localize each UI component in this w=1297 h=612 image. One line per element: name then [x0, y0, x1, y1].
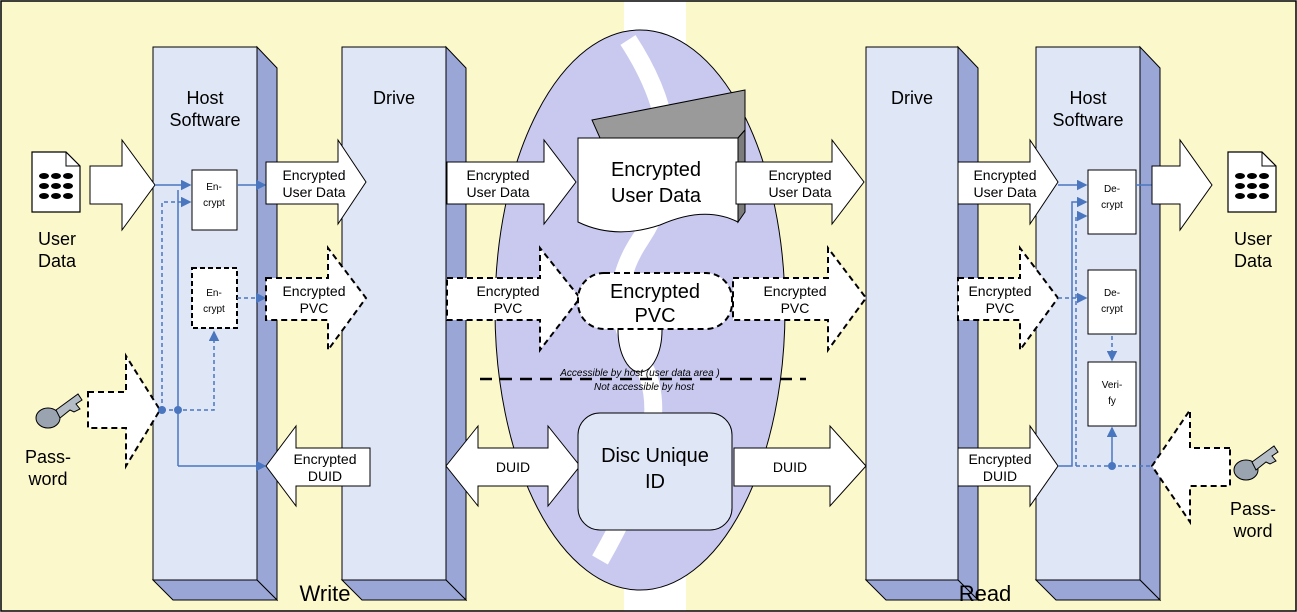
- read-key-icon: [1233, 445, 1279, 481]
- user-data-output-arrow: [1151, 138, 1213, 232]
- read-enc-user-data-arrow: [735, 138, 865, 226]
- write-duid-label: DUID: [496, 459, 530, 475]
- encrypt-1-label: En-crypt: [203, 182, 225, 209]
- read-drive-enc-pvc-arrow: [957, 245, 1060, 354]
- decrypt-2-label: De-crypt: [1101, 288, 1123, 315]
- write-drive-column: [340, 45, 468, 602]
- write-section-label: Write: [300, 581, 351, 606]
- read-section-label: Read: [959, 581, 1012, 606]
- user-data-input-arrow: [89, 138, 156, 232]
- write-enc-user-data-arrow: [265, 138, 367, 226]
- accessible-label: Accessible by host (user data area ): [559, 368, 720, 379]
- encrypt-box-1: [191, 169, 238, 231]
- password-input-arrow: [87, 352, 162, 470]
- write-key-icon: [35, 393, 83, 429]
- write-drive-enc-pvc-arrow: [446, 245, 582, 353]
- encrypted-pvc-block: [577, 272, 733, 330]
- encrypt-box-2: [191, 267, 238, 329]
- read-enc-pvc-arrow: [732, 245, 868, 354]
- read-drive-enc-user-data-arrow: [957, 138, 1059, 226]
- read-duid-label: DUID: [773, 459, 807, 475]
- decrypt-box-2: [1087, 269, 1137, 335]
- write-enc-duid-arrow: [265, 424, 371, 508]
- encrypted-user-data-block: [577, 89, 746, 233]
- read-user-data-document-icon: [1227, 151, 1277, 213]
- read-drive-column: [864, 45, 980, 602]
- decrypt-box-1: [1087, 169, 1137, 235]
- decrypt-1-label: De-crypt: [1101, 184, 1123, 211]
- not-accessible-label: Not accessible by host: [594, 382, 695, 393]
- write-password-label: Pass-word: [25, 447, 71, 489]
- verify-box: [1087, 361, 1137, 427]
- read-duid-arrow: [733, 424, 867, 508]
- encrypt-2-label: En-crypt: [203, 288, 225, 315]
- user-data-document-icon: [31, 151, 81, 213]
- verify-label: Veri-fy: [1102, 380, 1123, 407]
- read-drive-enc-duid-arrow: [957, 424, 1059, 508]
- read-password-arrow: [1150, 406, 1231, 526]
- read-password-label: Pass-word: [1230, 499, 1276, 541]
- write-drive-enc-user-data-arrow: [446, 138, 577, 226]
- write-enc-pvc-arrow: [265, 245, 368, 354]
- disc-unique-id-block: [577, 412, 733, 531]
- read-drive-title: Drive: [891, 88, 933, 108]
- write-drive-title: Drive: [373, 88, 415, 108]
